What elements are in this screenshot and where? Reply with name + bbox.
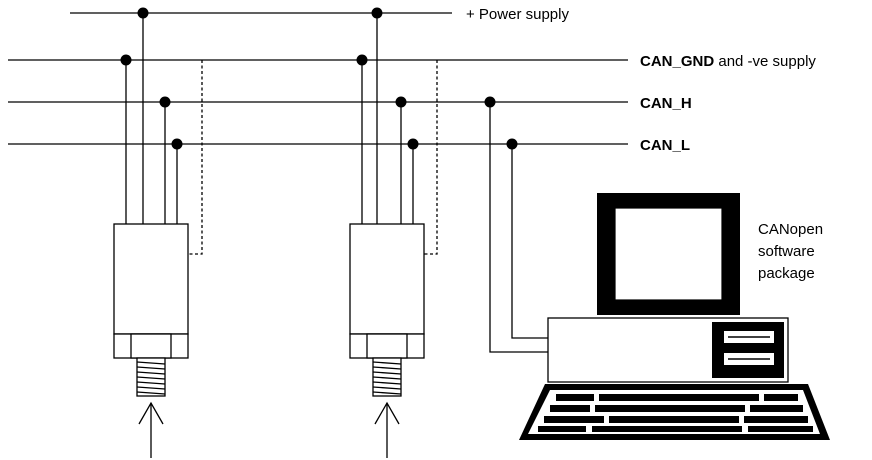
node1-canl-junction (171, 138, 183, 150)
node1-arrow-icon (138, 401, 164, 458)
node2-shield-wire (424, 60, 438, 255)
drive-bay-block (712, 322, 784, 378)
node2-housing (349, 223, 425, 335)
sensor-node-1 (113, 7, 203, 458)
software-label-line-3: package (758, 265, 815, 282)
can-gnd-label-rest: and -ve supply (714, 53, 816, 70)
power-supply-label: + Power supply (466, 6, 569, 23)
node2-connector-inner (366, 333, 408, 359)
computer-canh-wire (489, 102, 548, 353)
node2-arrow-icon (374, 401, 400, 458)
node1-housing (113, 223, 189, 335)
node1-shield-wire (188, 60, 203, 255)
computer-canl-wire (511, 144, 548, 339)
node1-connector-inner (130, 333, 172, 359)
node2-threaded-stud (372, 357, 402, 397)
node2-canl-junction (407, 138, 419, 150)
software-package-label: CANopen software package (758, 221, 827, 282)
software-label-line-1: CANopen (758, 221, 823, 238)
can-l-label: CAN_L (640, 137, 690, 154)
can-gnd-label-bold: CAN_GND (640, 53, 714, 70)
node1-power-junction (137, 7, 149, 19)
computer-icon (519, 193, 830, 440)
node2-gnd-junction (356, 54, 368, 66)
node1-canh-junction (159, 96, 171, 108)
node1-threaded-stud (136, 357, 166, 397)
software-label-line-2: software (758, 243, 815, 260)
node2-power-junction (371, 7, 383, 19)
keyboard-keys (538, 394, 813, 432)
node1-gnd-junction (120, 54, 132, 66)
can-h-label: CAN_H (640, 95, 692, 112)
computer-canh-junction (484, 96, 496, 108)
computer-canl-junction (506, 138, 518, 150)
monitor-screen (614, 207, 723, 301)
node2-canh-junction (395, 96, 407, 108)
computer-can-wiring (484, 96, 548, 353)
can-gnd-label: CAN_GND and -ve supply (640, 53, 816, 70)
sensor-node-2 (349, 7, 438, 458)
